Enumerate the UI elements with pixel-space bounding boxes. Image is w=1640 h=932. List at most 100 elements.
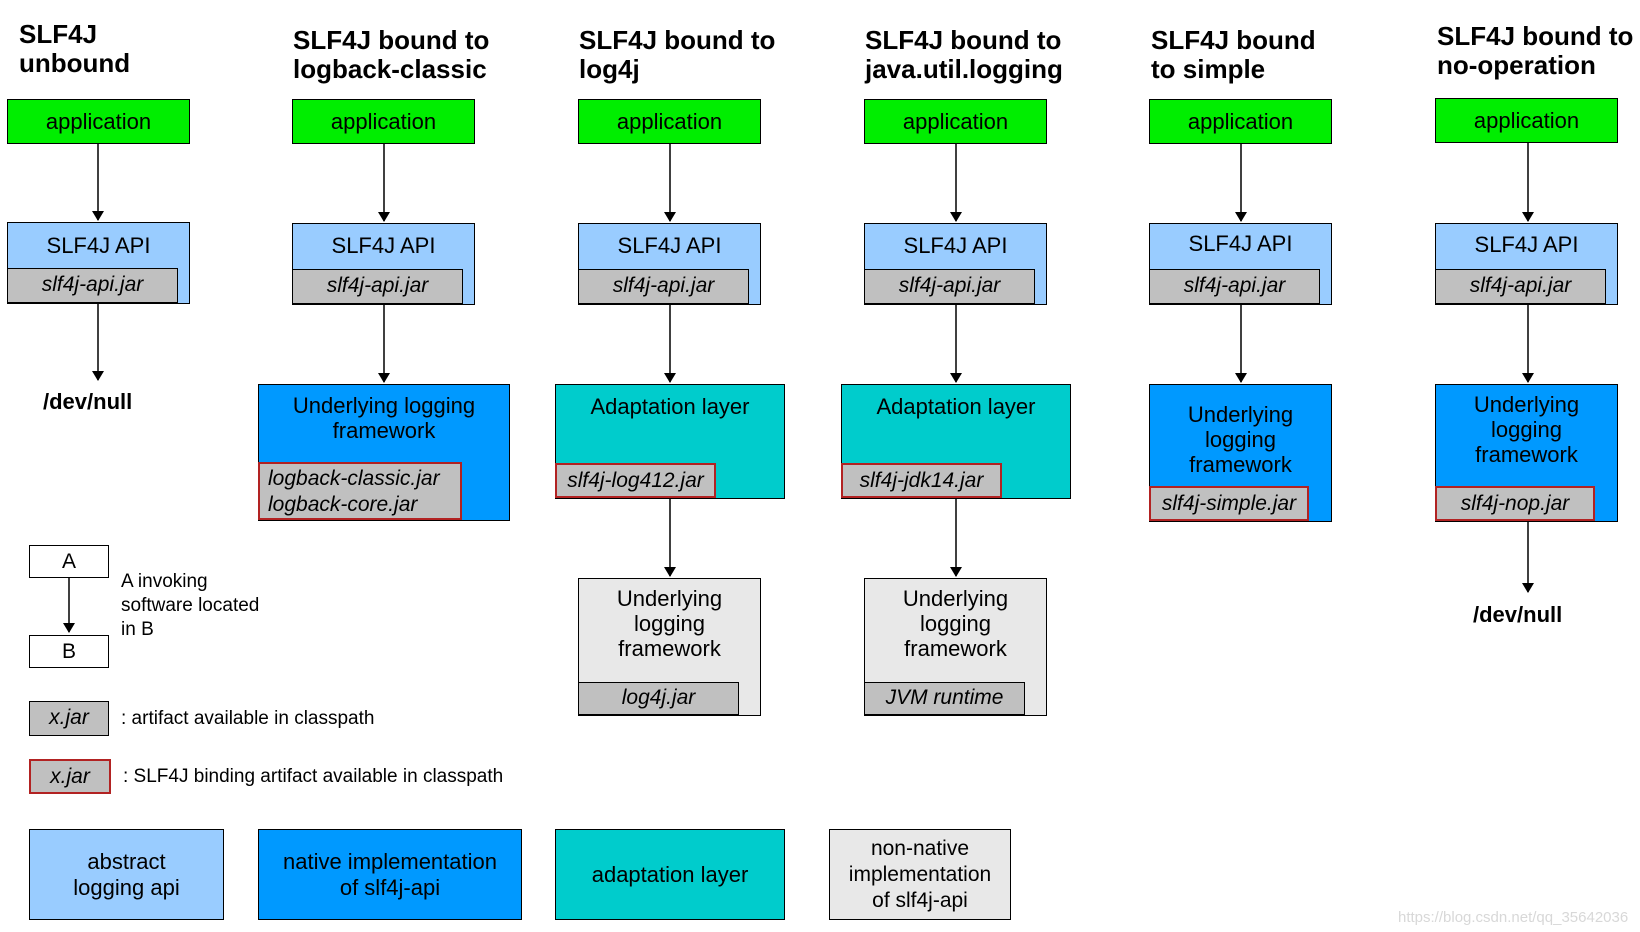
adaptation-label: Adaptation layer	[590, 394, 750, 419]
slf4j-api-box: SLF4J API slf4j-api.jar	[864, 223, 1047, 305]
label-line: logging api	[73, 874, 180, 900]
binding-jar: slf4j-simple.jar	[1149, 486, 1309, 521]
native-impl-box: Underlying logging framework logback-cla…	[258, 384, 510, 521]
application-label: application	[45, 108, 152, 134]
legend-invoke-text: A invoking software located in B	[121, 570, 259, 642]
binding-jar: slf4j-log412.jar	[555, 463, 716, 498]
title-line: SLF4J	[19, 19, 98, 49]
column-title-logback: SLF4J bound to logback-classic	[293, 26, 489, 84]
legend-native-label: native implementation of slf4j-api	[283, 849, 497, 901]
api-jar: slf4j-api.jar	[1435, 269, 1606, 304]
column-title-unbound: SLF4J unbound	[19, 20, 130, 78]
framework-jar: log4j.jar	[578, 682, 739, 715]
impl-label: Underlying logging framework	[1436, 392, 1617, 467]
label-line: non-native	[870, 836, 970, 860]
label-line: implementation	[848, 862, 992, 886]
adaptation-layer-box: Adaptation layer slf4j-log412.jar	[555, 384, 785, 499]
framework-jar: JVM runtime	[864, 682, 1025, 715]
legend-abstract-api: abstract logging api	[29, 829, 224, 920]
non-native-framework-box: Underlying logging framework JVM runtime	[864, 578, 1047, 716]
label-line: logging	[1205, 427, 1276, 452]
title-line: no-operation	[1437, 50, 1596, 80]
column-title-nop: SLF4J bound to no-operation	[1437, 22, 1633, 80]
label-line: of slf4j-api	[339, 874, 441, 900]
impl-label: Underlying logging framework	[1150, 402, 1331, 477]
label-line: framework	[1189, 452, 1292, 477]
title-line: java.util.logging	[865, 54, 1063, 84]
impl-label: Underlying logging framework	[259, 393, 509, 443]
label-line: logging	[1491, 417, 1562, 442]
slf4j-api-label: SLF4J API	[617, 233, 722, 258]
text-line: software located	[121, 595, 260, 616]
title-line: SLF4J bound to	[865, 25, 1062, 55]
title-line: logback-classic	[293, 54, 487, 84]
application-label: application	[902, 108, 1009, 134]
text-line: in B	[121, 619, 154, 640]
title-line: to simple	[1151, 54, 1266, 84]
application-box: application	[7, 99, 190, 144]
title-line: SLF4J bound to	[1437, 21, 1634, 51]
slf4j-api-label: SLF4J API	[903, 233, 1008, 258]
label-line: abstract	[87, 848, 166, 874]
framework-label: Underlying logging framework	[865, 586, 1046, 661]
api-jar: slf4j-api.jar	[1149, 269, 1320, 304]
title-line: SLF4J bound to	[293, 25, 490, 55]
column-title-jul: SLF4J bound to java.util.logging	[865, 26, 1063, 84]
legend-jar-swatch: x.jar	[29, 701, 109, 736]
native-impl-box: Underlying logging framework slf4j-simpl…	[1149, 384, 1332, 522]
application-label: application	[616, 108, 723, 134]
application-label: application	[330, 108, 437, 134]
label-line: framework	[332, 418, 436, 443]
label-line: Underlying	[902, 586, 1009, 611]
adaptation-layer-box: Adaptation layer slf4j-jdk14.jar	[841, 384, 1071, 499]
slf4j-api-box: SLF4J API slf4j-api.jar	[7, 222, 190, 304]
binding-jar: slf4j-jdk14.jar	[841, 463, 1002, 498]
legend-b-label: B	[61, 639, 76, 663]
application-label: application	[1473, 107, 1580, 133]
column-title-simple: SLF4J bound to simple	[1151, 26, 1316, 84]
legend-b-box: B	[29, 635, 109, 668]
title-line: SLF4J bound to	[579, 25, 776, 55]
slf4j-api-box: SLF4J API slf4j-api.jar	[1149, 223, 1332, 305]
watermark: https://blog.csdn.net/qq_35642036	[1398, 909, 1629, 926]
framework-label: Underlying logging framework	[579, 586, 760, 661]
legend-a-box: A	[29, 545, 109, 578]
devnull-label: /dev/null	[43, 389, 133, 414]
devnull-label: /dev/null	[1473, 602, 1563, 627]
label-line: Underlying	[616, 586, 723, 611]
binding-jar: slf4j-nop.jar	[1435, 486, 1595, 521]
jar-line: logback-core.jar	[268, 493, 418, 516]
label-line: Underlying	[1187, 402, 1294, 427]
slf4j-api-label: SLF4J API	[1188, 231, 1293, 256]
application-label: application	[1187, 108, 1294, 134]
application-box: application	[1435, 98, 1618, 143]
api-jar: slf4j-api.jar	[7, 268, 178, 303]
label-line: logging	[634, 611, 705, 636]
slf4j-api-label: SLF4J API	[46, 233, 151, 258]
adaptation-label: Adaptation layer	[876, 394, 1036, 419]
slf4j-api-box: SLF4J API slf4j-api.jar	[1435, 223, 1618, 305]
column-title-log4j: SLF4J bound to log4j	[579, 26, 775, 84]
slf4j-api-box: SLF4J API slf4j-api.jar	[292, 223, 475, 305]
legend-adaptation-layer: adaptation layer	[555, 829, 785, 920]
label-line: framework	[904, 636, 1007, 661]
legend-non-native-label: non-native implementation of slf4j-api	[849, 836, 991, 914]
legend-abstract-label: abstract logging api	[73, 849, 179, 901]
api-jar: slf4j-api.jar	[578, 269, 749, 304]
label-line: logging	[920, 611, 991, 636]
title-line: SLF4J bound	[1151, 25, 1316, 55]
label-line: Underlying logging	[292, 393, 476, 418]
application-box: application	[864, 99, 1047, 144]
label-line: Underlying	[1473, 392, 1580, 417]
jar-line: logback-classic.jar	[268, 467, 440, 490]
slf4j-api-label: SLF4J API	[331, 233, 436, 258]
text-line: A invoking	[121, 571, 208, 592]
api-jar: slf4j-api.jar	[864, 269, 1035, 304]
application-box: application	[292, 99, 475, 144]
native-impl-box: Underlying logging framework slf4j-nop.j…	[1435, 384, 1618, 522]
label-line: native implementation	[282, 848, 497, 874]
application-box: application	[578, 99, 761, 144]
legend-binding-jar-swatch: x.jar	[29, 759, 111, 794]
